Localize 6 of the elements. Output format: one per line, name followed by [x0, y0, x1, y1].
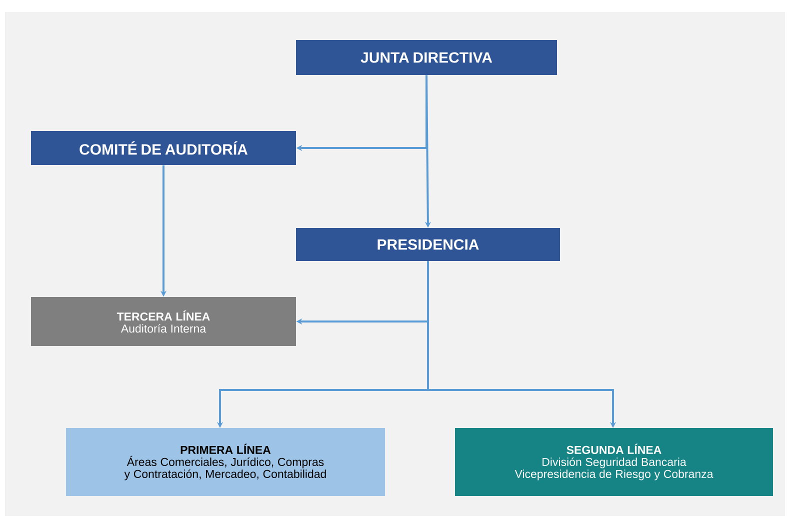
org-box: TERCERA LÍNEA Auditoría Interna — [31, 297, 296, 346]
org-box: JUNTA DIRECTIVA — [296, 40, 557, 75]
org-box: PRESIDENCIA — [296, 228, 560, 261]
org-box: COMITÉ DE AUDITORÍA — [31, 131, 296, 165]
org-box: SEGUNDA LÍNEA División Seguridad Bancaria Vicepresidencia de Riesgo y Cobranza — [455, 428, 773, 496]
org-box: PRIMERA LÍNEA Áreas Comerciales, Jurídico, Compras y Contratación, Mercadeo, Contabilidad — [66, 428, 385, 496]
